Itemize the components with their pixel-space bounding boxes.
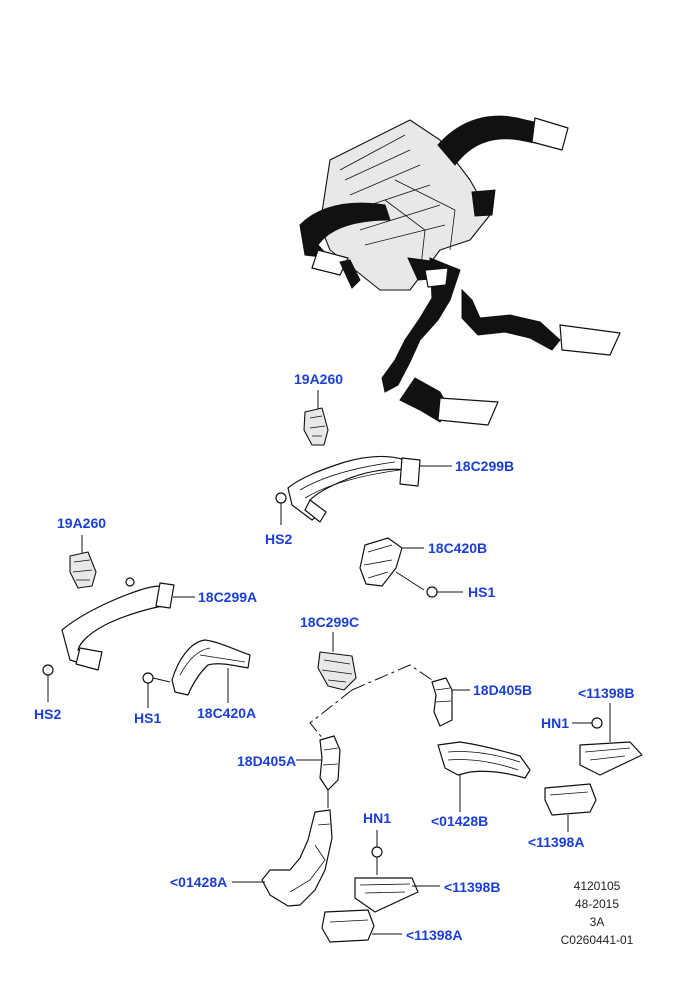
panel-11398A-right: [544, 783, 597, 832]
reference-line-4: C0260441-01: [561, 933, 634, 947]
label-HS1-right: HS1: [468, 584, 495, 600]
connection-line: [351, 664, 439, 691]
label-11398B-bottom: <11398B: [444, 879, 500, 895]
label-01428B: <01428B: [431, 813, 488, 829]
assembly-overview: [299, 115, 621, 426]
label-18D405A: 18D405A: [237, 753, 296, 769]
reference-line-1: 4120105: [574, 879, 621, 893]
reference-line-3: 3A: [590, 915, 605, 929]
label-19A260-top: 19A260: [294, 371, 343, 387]
duct-18C299B: [275, 455, 452, 525]
label-18C420B: 18C420B: [428, 540, 487, 556]
label-11398B-right: <11398B: [578, 685, 634, 701]
duct-01428B: [437, 741, 531, 812]
label-18C420A: 18C420A: [197, 705, 256, 721]
label-HS2-left: HS2: [34, 706, 61, 722]
duct-01428A: [232, 809, 333, 907]
duct-18D405A: [296, 735, 341, 808]
label-18C299C: 18C299C: [300, 614, 359, 630]
duct-18C299A: [42, 577, 195, 702]
label-HS1-left: HS1: [134, 710, 161, 726]
duct-18C299C: [317, 632, 357, 691]
label-18C299A: 18C299A: [198, 589, 257, 605]
label-18C299B: 18C299B: [455, 458, 514, 474]
label-11398A-bottom: <11398A: [406, 927, 462, 943]
bracket-19A260-top: [303, 390, 329, 446]
label-HS2-top: HS2: [265, 531, 292, 547]
duct-18C420A: [142, 639, 251, 708]
label-HN1-bottom: HN1: [363, 810, 391, 826]
label-18D405B: 18D405B: [473, 682, 532, 698]
reference-line-2: 48-2015: [575, 897, 619, 911]
connection-line: [309, 689, 353, 741]
bracket-19A260-left: [69, 535, 97, 589]
label-11398A-right: <11398A: [528, 834, 584, 850]
panel-11398B-right: [572, 703, 643, 776]
duct-18C420B: [359, 537, 463, 598]
label-19A260-left: 19A260: [57, 515, 106, 531]
duct-18D405B: [431, 677, 470, 727]
label-01428A: <01428A: [170, 874, 227, 890]
label-HN1-right: HN1: [541, 715, 569, 731]
panel-11398B-bottom: [354, 830, 440, 913]
panel-11398A-bottom: [321, 909, 402, 943]
